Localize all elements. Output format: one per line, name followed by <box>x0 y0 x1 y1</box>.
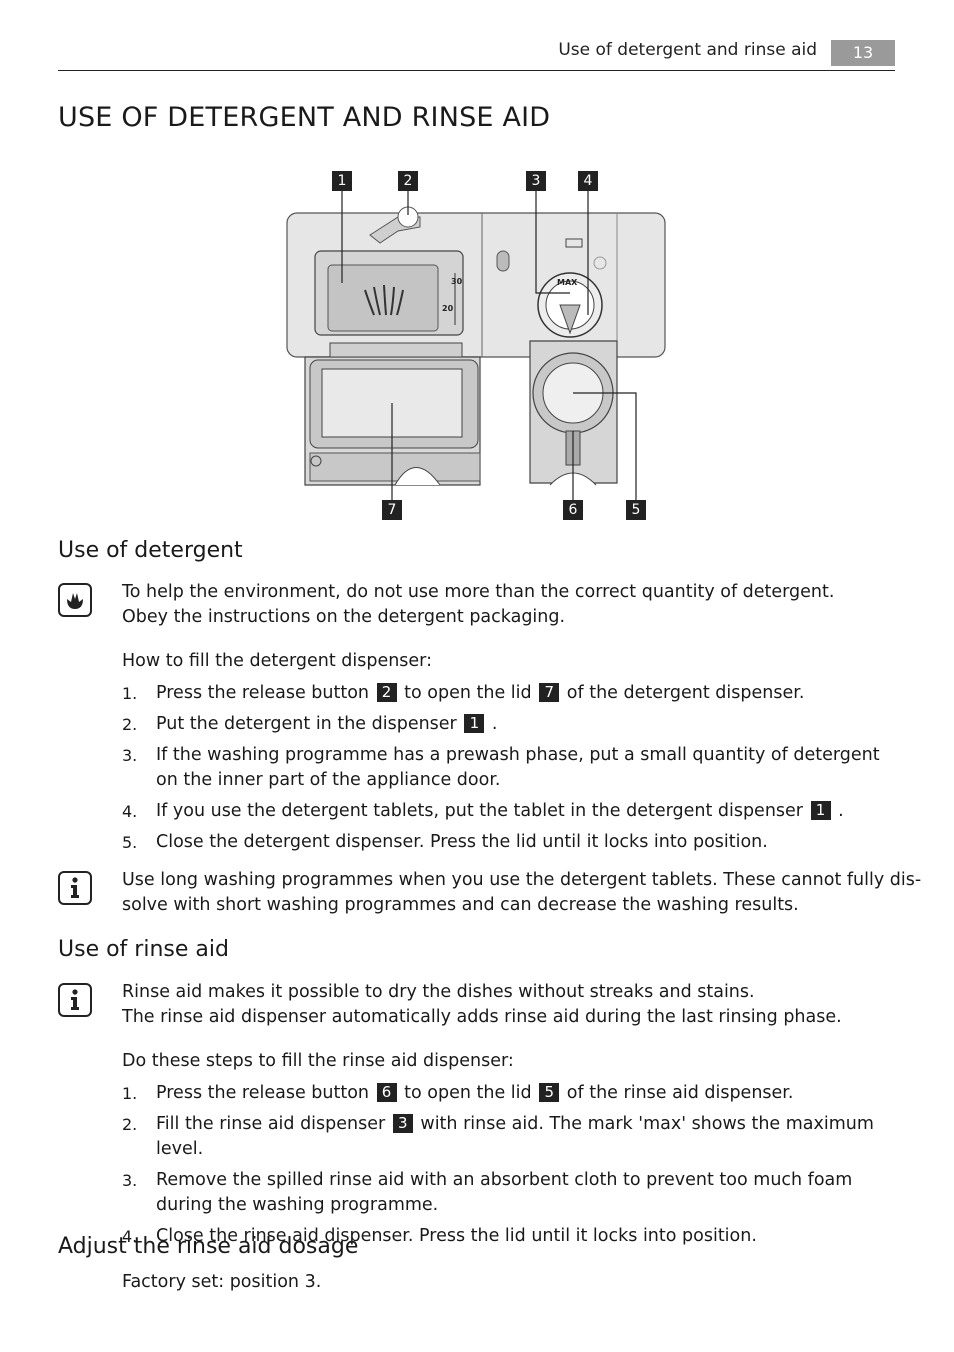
list-item: 3.If the washing programme has a prewash… <box>122 745 880 790</box>
list-item: 1.Press the release button 2 to open the… <box>122 683 805 703</box>
detergent-intro: How to fill the detergent dispenser: <box>122 651 432 671</box>
header-divider <box>58 70 895 71</box>
info-icon <box>58 983 92 1017</box>
callout-7: 7 <box>382 500 402 520</box>
rinse-heading: Use of rinse aid <box>58 937 229 962</box>
detergent-heading: Use of detergent <box>58 538 243 563</box>
dispenser-drawing: 30 20 MAX <box>286 189 666 501</box>
dosage-heading: Adjust the rinse aid dosage <box>58 1234 359 1259</box>
callout-1: 1 <box>332 171 352 191</box>
callout-3: 3 <box>526 171 546 191</box>
callout-6: 6 <box>563 500 583 520</box>
tablet-info-line2: solve with short washing programmes and … <box>122 895 799 915</box>
header-section-title: Use of detergent and rinse aid <box>558 40 817 60</box>
info-icon <box>58 871 92 905</box>
environment-icon <box>58 583 92 617</box>
list-item: 2.Fill the rinse aid dispenser 3 with ri… <box>122 1114 874 1159</box>
rinse-steps: 1.Press the release button 6 to open the… <box>122 1081 892 1249</box>
list-item: 3.Remove the spilled rinse aid with an a… <box>122 1170 853 1215</box>
list-item: 5.Close the detergent dispenser. Press t… <box>122 832 768 852</box>
detergent-steps: 1.Press the release button 2 to open the… <box>122 681 892 855</box>
rinse-info-line1: Rinse aid makes it possible to dry the d… <box>122 982 755 1002</box>
list-item: 4.If you use the detergent tablets, put … <box>122 801 844 821</box>
max-mark: MAX <box>557 278 578 287</box>
environment-note-line2: Obey the instructions on the detergent p… <box>122 607 566 627</box>
page-title: USE OF DETERGENT AND RINSE AID <box>58 102 551 133</box>
callout-5: 5 <box>626 500 646 520</box>
list-item: 1.Press the release button 6 to open the… <box>122 1083 794 1103</box>
tablet-info-line1: Use long washing programmes when you use… <box>122 870 922 890</box>
list-item: 4.Close the rinse aid dispenser. Press t… <box>122 1226 757 1246</box>
callout-4: 4 <box>578 171 598 191</box>
environment-note-line1: To help the environment, do not use more… <box>122 582 835 602</box>
scale-mark-20: 20 <box>442 304 454 313</box>
dispenser-illustration: 30 20 MAX <box>270 165 680 525</box>
rinse-intro: Do these steps to fill the rinse aid dis… <box>122 1051 514 1071</box>
scale-mark-30: 30 <box>451 277 463 286</box>
rinse-info-line2: The rinse aid dispenser automatically ad… <box>122 1007 842 1027</box>
callout-2: 2 <box>398 171 418 191</box>
page-number: 13 <box>831 40 895 66</box>
list-item: 2.Put the detergent in the dispenser 1 . <box>122 714 498 734</box>
dosage-text: Factory set: position 3. <box>122 1272 322 1292</box>
